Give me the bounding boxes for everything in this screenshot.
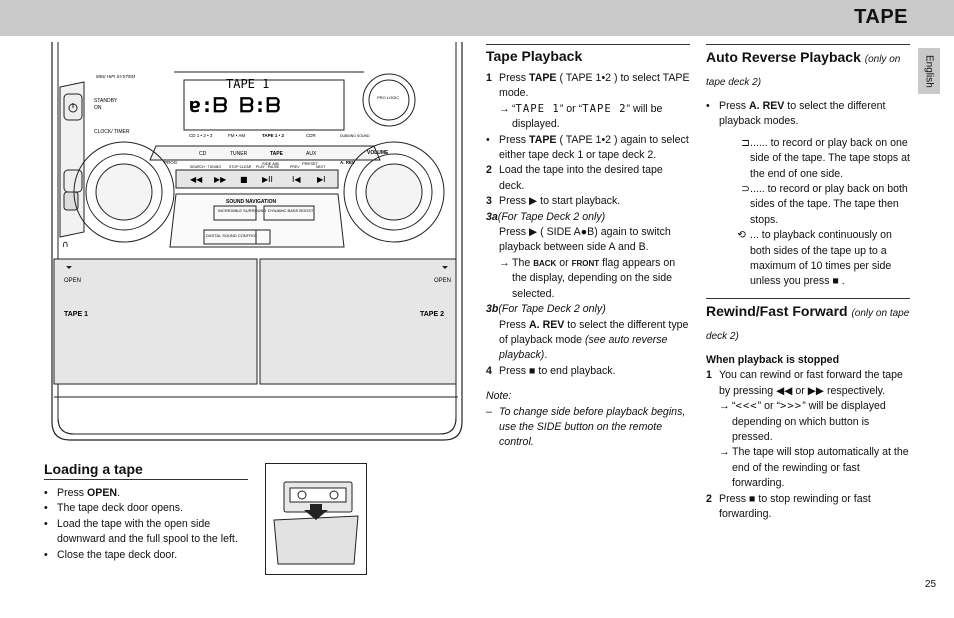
play-icon: ▶ bbox=[529, 195, 538, 208]
rewind-heading: Rewind/Fast Forward (only on tape deck 2… bbox=[706, 297, 910, 347]
fm-row-label: FM • AM bbox=[228, 133, 245, 138]
arrow-icon: → bbox=[499, 102, 510, 115]
list-item: •Close the tape deck door. bbox=[44, 548, 178, 561]
mode-continuous: ⟲ ... to playback continuously on both s… bbox=[706, 228, 910, 290]
tape-row-label: TAPE 1 • 2 bbox=[262, 133, 284, 138]
playback-heading: Tape Playback bbox=[486, 44, 690, 65]
play-pause-icon: ▶II bbox=[262, 175, 273, 184]
list-item: •Load the tape with the open side downwa… bbox=[44, 517, 238, 546]
note-text: –To change side before playback begins, … bbox=[486, 405, 686, 449]
sound-navigation-label: SOUND NAVIGATION bbox=[226, 199, 276, 205]
step-3b-label: 3b(For Tape Deck 2 only) bbox=[486, 303, 606, 316]
mode-one-side: ⊐ ...... to record or play back on one s… bbox=[706, 136, 910, 182]
lcd-segments: ɐ:ᗷ ᗷ:ᗷ bbox=[189, 93, 280, 117]
open-arrow-icon bbox=[66, 266, 72, 269]
step-3a-result: →The BACK or FRONT flag appears on the d… bbox=[486, 256, 690, 302]
next-icon: ▶I bbox=[317, 175, 326, 184]
incredible-surround-label: INCREDIBLE SURROUND bbox=[218, 208, 266, 213]
arev-label: A. REV bbox=[340, 160, 355, 165]
list-item: •Press OPEN. bbox=[44, 487, 121, 499]
prog-label: PROG bbox=[164, 160, 178, 165]
language-tab-label: English bbox=[923, 54, 935, 88]
stop-icon: ■ bbox=[749, 492, 756, 505]
arrow-icon: → bbox=[499, 256, 510, 269]
loading-heading: Loading a tape bbox=[44, 460, 248, 480]
step-1-bullet: •Press TAPE ( TAPE 1•2 ) again to select… bbox=[486, 133, 689, 162]
insert-arrow-icon bbox=[304, 504, 328, 520]
step-3a-label: 3a(For Tape Deck 2 only) bbox=[486, 210, 606, 223]
step-1-result: →“TAPE 1” or “TAPE 2” will be displayed. bbox=[486, 102, 690, 133]
language-tab: English bbox=[918, 48, 940, 94]
cassette-illustration bbox=[265, 463, 367, 575]
continuous-mode-icon: ⟲ bbox=[737, 229, 746, 242]
prev-icon: I◀ bbox=[292, 175, 301, 184]
stop-icon: ■ bbox=[529, 364, 536, 377]
step-3a: Press ▶ ( SIDE A●B) again to switch play… bbox=[499, 226, 671, 254]
search-tuning-label: SEARCH · TUNING bbox=[190, 165, 221, 169]
volume-label: VOLUME bbox=[367, 150, 389, 156]
source-aux: AUX bbox=[306, 151, 317, 157]
one-side-mode-icon: ⊐ bbox=[741, 136, 750, 149]
source-tape: TAPE bbox=[270, 151, 284, 157]
rewind-result-1: →“<<<” or “>>>” will be displayed depend… bbox=[706, 399, 910, 445]
headphone-icon: ∩ bbox=[62, 240, 69, 250]
auto-reverse-bullet: •Press A. REV to select the different pl… bbox=[706, 100, 886, 128]
side-ab-label: SIDE A/B bbox=[262, 161, 279, 166]
device-illustration: ∩ MINI HIFI SYSTEM STANDBY ON CLOCK/ TIM… bbox=[51, 42, 463, 441]
system-label: MINI HIFI SYSTEM bbox=[96, 74, 135, 79]
on-label: ON bbox=[94, 105, 102, 111]
digital-sound-control-label: DIGITAL SOUND CONTROL bbox=[206, 233, 258, 238]
rewind-result-2: →The tape will stop automatically at the… bbox=[706, 445, 910, 491]
auto-reverse-section: Auto Reverse Playback (only on tape deck… bbox=[706, 44, 910, 522]
play-pause-label: PLAY · PAUSE bbox=[256, 165, 280, 169]
loading-section: Loading a tape •Press OPEN. •The tape de… bbox=[44, 460, 248, 563]
header-banner: TAPE bbox=[0, 0, 954, 36]
dynamic-bass-boost-label: DYNAMIC BASS BOOST bbox=[268, 208, 314, 213]
clock-timer-label: CLOCK/ TIMER bbox=[94, 129, 130, 135]
step-3b: Press A. REV to select the different typ… bbox=[499, 318, 689, 362]
deck1-open-label: OPEN bbox=[64, 278, 81, 284]
prev-label: PREV bbox=[290, 165, 300, 169]
rewind-icon: ◀◀ bbox=[776, 384, 793, 397]
next-label: NEXT bbox=[316, 165, 326, 169]
mode-both-sides: ⊃ ..... to record or play back on both s… bbox=[706, 182, 910, 228]
preset-label: PRESET bbox=[302, 161, 319, 166]
pro-logic-label: PRO LOGIC bbox=[377, 95, 399, 100]
cdr-row-label: CDR bbox=[306, 133, 316, 138]
stop-icon: ■ bbox=[240, 175, 248, 184]
dubbing-label: DUBBING SOUND bbox=[340, 134, 370, 138]
fast-forward-icon: ▶▶ bbox=[807, 384, 825, 397]
fast-forward-icon: ▶▶ bbox=[214, 175, 227, 184]
lcd-display: TAPE 1 bbox=[226, 77, 269, 91]
list-item: •The tape deck door opens. bbox=[44, 502, 184, 515]
stop-clear-label: STOP·CLEAR bbox=[229, 165, 252, 169]
standby-label: STANDBY bbox=[94, 98, 118, 104]
play-icon: ▶ bbox=[529, 226, 538, 239]
rewind-subheading: When playback is stopped bbox=[706, 353, 840, 366]
stop-icon: ■ bbox=[832, 275, 839, 288]
note-label: Note: bbox=[486, 390, 512, 403]
both-sides-mode-icon: ⊃ bbox=[741, 183, 750, 196]
open-arrow-icon bbox=[442, 266, 448, 269]
auto-reverse-heading: Auto Reverse Playback (only on tape deck… bbox=[706, 44, 910, 93]
source-tuner: TUNER bbox=[230, 151, 248, 157]
rewind-icon: ◀◀ bbox=[190, 175, 203, 184]
cd-row-label: CD 1 • 2 • 3 bbox=[189, 133, 213, 138]
deck2-open-label: OPEN bbox=[434, 278, 451, 284]
page-number: 25 bbox=[925, 579, 937, 590]
arrow-icon: → bbox=[719, 446, 730, 459]
source-cd: CD bbox=[199, 151, 207, 157]
deck2-label: TAPE 2 bbox=[420, 311, 444, 318]
deck1-label: TAPE 1 bbox=[64, 311, 88, 318]
page-title: TAPE bbox=[854, 6, 908, 28]
arrow-icon: → bbox=[719, 400, 730, 413]
